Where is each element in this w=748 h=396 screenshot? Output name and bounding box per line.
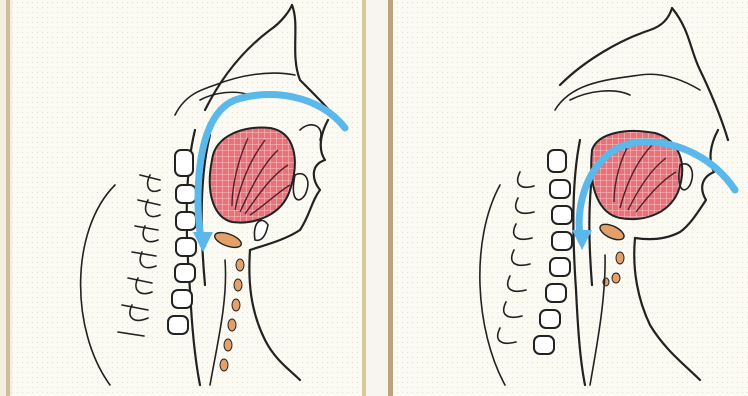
left-frame-edge <box>6 0 10 396</box>
center-frame-edge-right <box>388 0 393 396</box>
center-frame-edge-left <box>362 0 366 396</box>
